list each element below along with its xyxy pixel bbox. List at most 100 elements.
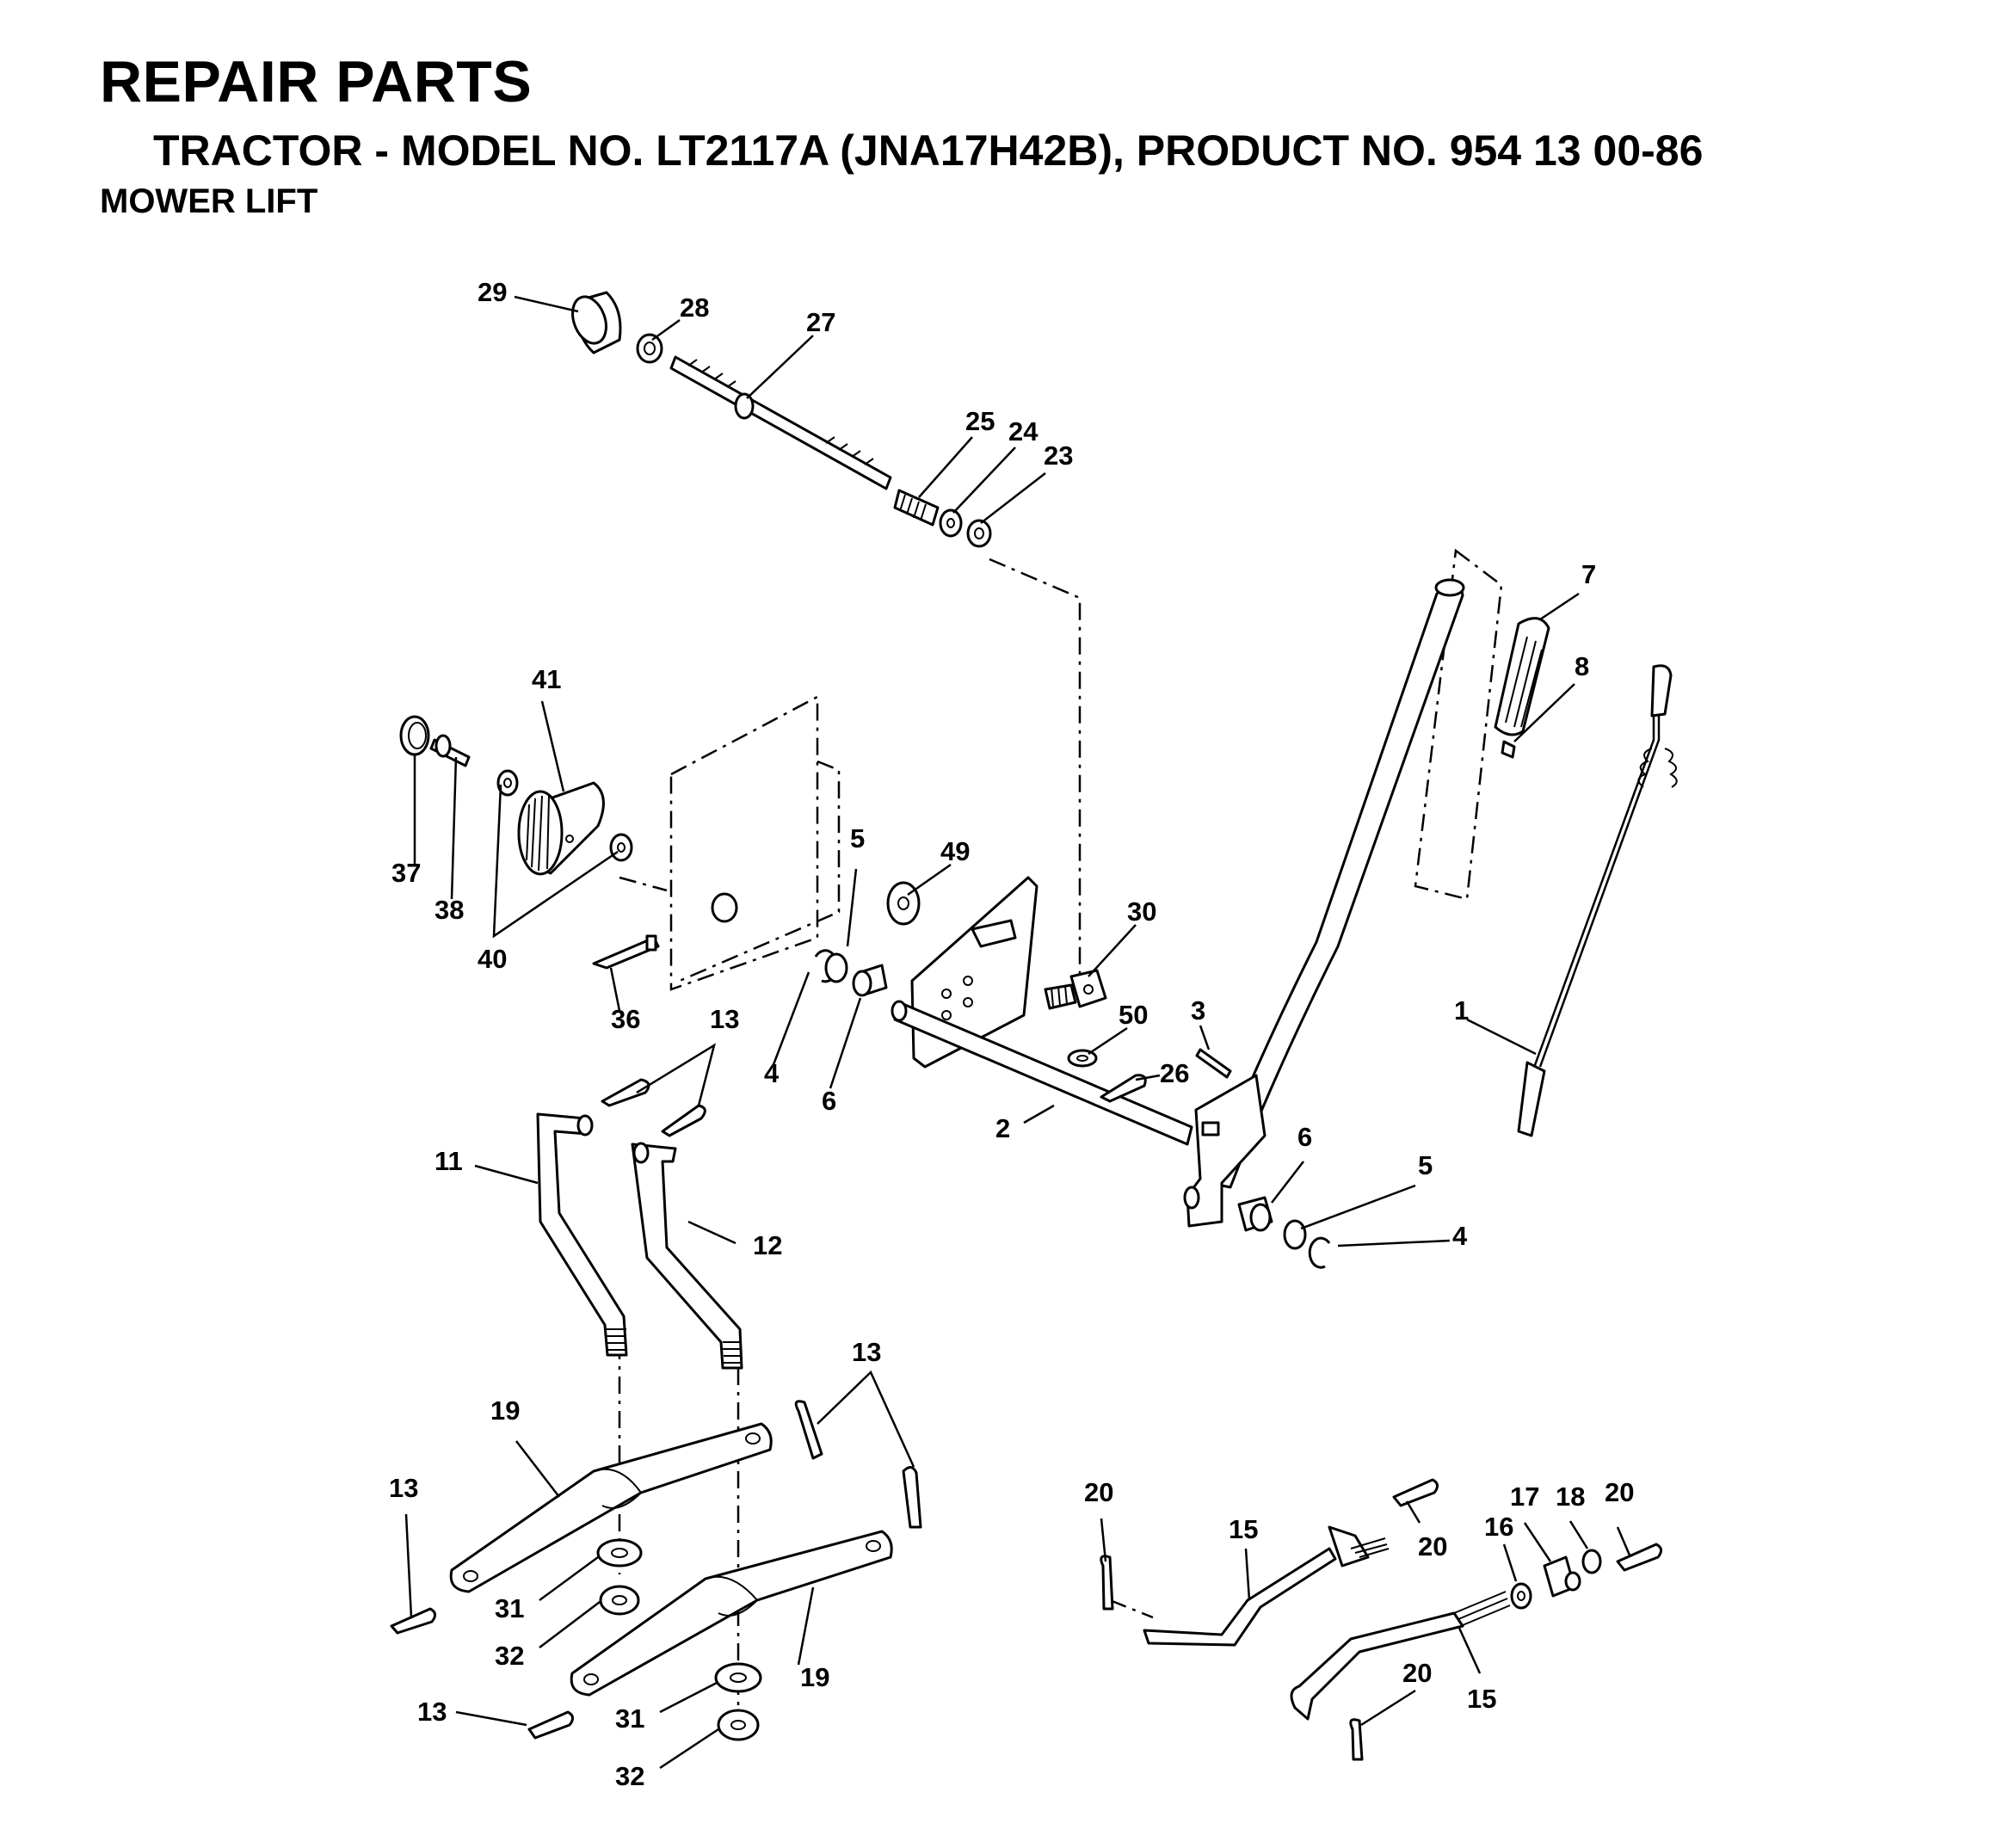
part-20-clip-b [1392,1478,1439,1507]
callout-2: 2 [995,1113,1010,1143]
lift-lever-arm [1183,578,1465,1228]
callout-7: 7 [1581,559,1596,589]
callout-27: 27 [806,307,835,337]
callout-32-lower: 32 [615,1761,644,1791]
part-13-clip-upper-b [661,1104,706,1137]
part-28-nut [636,333,663,364]
part-2-lift-shaft [891,1000,1193,1146]
part-19-lift-arm-upper [449,1422,773,1593]
callout-13-bottom: 13 [417,1697,447,1727]
callout-20-a: 20 [1084,1477,1113,1507]
part-13-clip-mid-b [902,1466,922,1529]
callout-3: 3 [1191,995,1205,1026]
callout-40: 40 [478,944,507,974]
part-23-nut [966,519,992,548]
callout-19-lower: 19 [800,1662,829,1692]
part-27-adjustment-rod [669,355,892,490]
frame-nut [711,892,738,923]
part-12-lift-link [631,1142,743,1370]
part-16-washer [1510,1582,1532,1610]
part-5-washer-right [1283,1219,1307,1250]
callout-32-upper: 32 [495,1641,524,1671]
callout-23: 23 [1044,440,1073,471]
part-1-cable [1517,664,1678,1137]
callout-26: 26 [1160,1058,1189,1088]
callout-1: 1 [1454,995,1469,1026]
part-15-rod-lower [1290,1591,1511,1721]
callout-5-left: 5 [850,823,865,853]
part-20-clip-d [1349,1718,1364,1761]
callout-36: 36 [611,1004,640,1034]
part-6-bushing-right [1237,1196,1273,1232]
part-25-spring [893,489,940,527]
callout-50: 50 [1119,1000,1148,1030]
part-17-swivel [1543,1555,1581,1598]
leader-lines [404,295,1632,1770]
part-40-washer-upper [496,769,519,797]
part-15-rod-upper [1143,1525,1390,1647]
callout-38: 38 [434,895,464,925]
part-6-bushing-left [852,964,888,997]
callout-24: 24 [1008,416,1038,447]
callout-8: 8 [1575,651,1589,681]
callout-19-upper: 19 [490,1395,520,1426]
part-41-lift-handle-plate [517,781,605,876]
callout-16: 16 [1484,1512,1513,1542]
callout-15-upper: 15 [1229,1514,1258,1544]
part-7-handle-grip [1494,617,1550,736]
callout-29: 29 [478,277,507,307]
callout-28: 28 [680,293,709,323]
callout-12: 12 [753,1230,782,1260]
part-11-lift-link [536,1112,628,1357]
part-32-nut-upper [599,1585,640,1616]
callout-11: 11 [434,1146,463,1176]
part-19-lift-arm-lower [570,1530,893,1697]
part-13-clip-mid-a [794,1400,823,1460]
callout-13-left: 13 [389,1473,418,1503]
callout-13-mid: 13 [852,1337,881,1367]
callout-13-top: 13 [710,1004,739,1034]
part-5-washer-left [824,952,848,983]
callout-labels: 29 28 27 25 24 23 7 8 41 37 38 40 5 49 3… [389,277,1634,1791]
part-8-insert [1501,740,1516,759]
lift-plate [910,876,1038,1069]
callout-30: 30 [1127,896,1156,927]
callout-49: 49 [940,836,970,866]
callout-37: 37 [391,858,421,888]
callout-4-left: 4 [764,1058,780,1088]
callout-20-c: 20 [1605,1477,1634,1507]
section-title: MOWER LIFT [100,182,318,220]
part-3-pin [1195,1048,1232,1079]
callout-15-lower: 15 [1467,1684,1496,1714]
page-title: REPAIR PARTS [100,49,533,114]
part-36-spring-clip [592,934,660,970]
callout-25: 25 [965,406,995,436]
callout-5-right: 5 [1418,1150,1433,1180]
part-40-washer-lower [609,833,633,862]
part-32-nut-lower [717,1709,760,1741]
callout-31-lower: 31 [615,1703,644,1734]
callout-20-d: 20 [1402,1658,1432,1688]
callout-41: 41 [532,664,561,694]
part-29-knob [571,291,622,354]
part-24-washer [939,508,963,538]
callout-6-left: 6 [822,1086,836,1116]
part-31-washer-lower [714,1662,762,1693]
part-20-clip-a [1100,1555,1114,1611]
part-18-bushing [1581,1549,1602,1574]
callout-20-b: 20 [1418,1531,1447,1562]
part-13-clip-bottom [527,1710,574,1740]
page-subtitle: TRACTOR - MODEL NO. LT2117A (JNA17H42B),… [153,126,1704,175]
callout-17: 17 [1510,1481,1539,1512]
part-13-clip-left [390,1607,436,1635]
callout-4-right: 4 [1452,1221,1468,1251]
part-4-e-ring-right [1308,1236,1331,1269]
callout-6-right: 6 [1297,1122,1312,1152]
callout-18: 18 [1556,1481,1585,1512]
part-38-bolt [429,734,471,767]
part-31-washer-upper [596,1538,643,1568]
callout-31-upper: 31 [495,1593,524,1623]
part-20-clip-c [1616,1543,1662,1572]
alignment-lines [618,548,1503,1721]
